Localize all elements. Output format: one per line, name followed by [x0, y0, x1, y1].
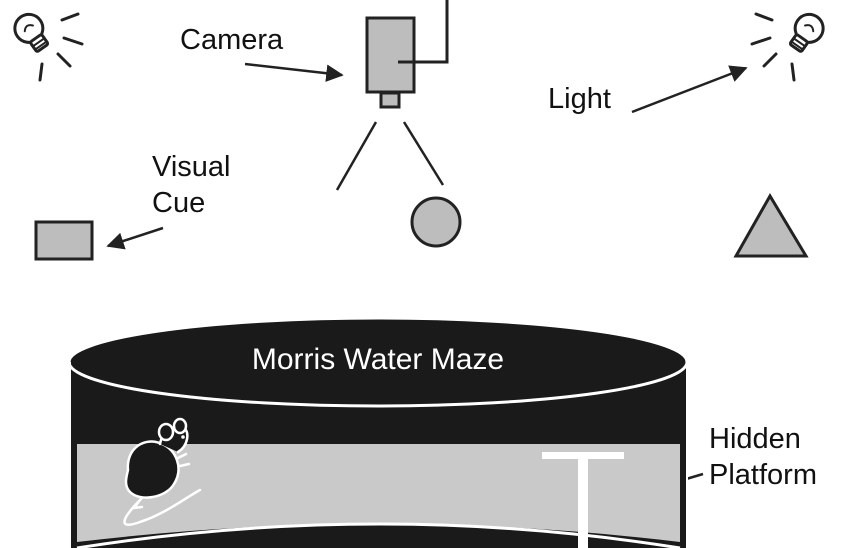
triangle-cue [733, 193, 809, 258]
camera-arrow [244, 62, 344, 82]
circle-cue [410, 196, 462, 248]
mouse-icon [123, 417, 202, 526]
rectangle-visual-cue [34, 220, 94, 261]
camera-view-line-right [402, 121, 445, 186]
light-bulb-right-icon [750, 12, 825, 82]
visual-cue-label-line2: Cue [152, 187, 206, 219]
hidden-platform [542, 452, 624, 548]
hidden-platform-label-line1: Hidden [709, 423, 801, 455]
light-arrow [631, 65, 748, 114]
hidden-platform-label-line2: Platform [709, 459, 817, 491]
camera-label: Camera [180, 24, 284, 56]
camera-view-line-left [335, 121, 378, 191]
maze-title: Morris Water Maze [251, 343, 505, 376]
light-label: Light [548, 83, 611, 115]
light-bulb-left-icon [13, 12, 84, 82]
camera-icon [365, 0, 449, 109]
visual-cue-arrow [106, 226, 164, 250]
visual-cue-label-line1: Visual [152, 151, 231, 183]
